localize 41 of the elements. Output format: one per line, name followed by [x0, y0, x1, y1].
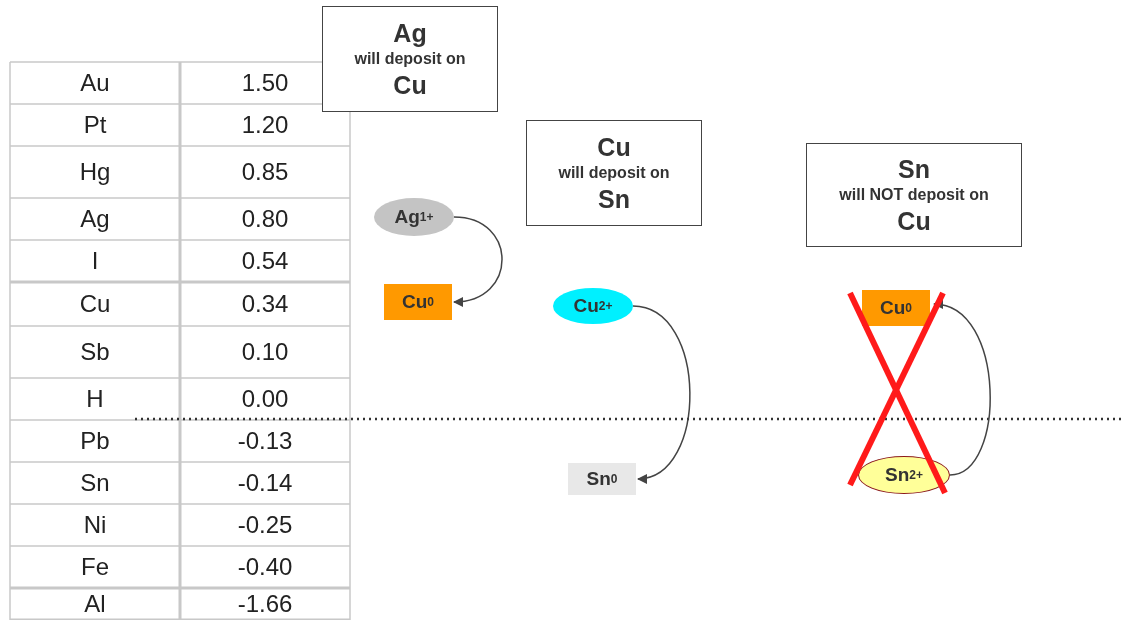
curved-arrow — [632, 305, 691, 482]
rule-card — [526, 120, 702, 226]
rule-card — [806, 143, 1022, 247]
potential-value: -0.40 — [237, 553, 293, 581]
potential-value: 1.20 — [241, 111, 289, 139]
rule-card — [322, 6, 498, 112]
curved-arrow — [933, 300, 991, 476]
potential-value: -0.25 — [237, 511, 293, 539]
rule-text: will NOT deposit on — [839, 185, 989, 205]
element-symbol: Au — [80, 69, 110, 97]
element-symbol: Ni — [83, 511, 107, 539]
element-symbol: Al — [84, 590, 106, 618]
element-symbol: Sn — [80, 469, 110, 497]
potential-value: 0.10 — [241, 338, 289, 366]
element-symbol: Sn — [598, 184, 630, 214]
curved-arrow — [453, 216, 503, 306]
element-symbol: Cu — [897, 206, 931, 236]
element-symbol: Cu — [597, 132, 631, 162]
potential-value: 0.54 — [241, 247, 289, 275]
potential-value: 0.34 — [241, 290, 289, 318]
potential-value: -0.14 — [237, 469, 293, 497]
element-symbol: Cu — [79, 290, 111, 318]
element-symbol: H — [86, 385, 104, 413]
potential-value: 1.50 — [241, 69, 289, 97]
element-symbol: Cu — [393, 70, 427, 100]
element-symbol: Pt — [83, 111, 107, 139]
potential-value: 0.00 — [241, 385, 289, 413]
potential-value: -1.66 — [237, 590, 293, 618]
potential-value: 0.80 — [241, 205, 289, 233]
element-symbol: I — [91, 247, 99, 275]
element-symbol: Sn — [898, 154, 930, 184]
element-symbol: Hg — [79, 158, 111, 186]
element-symbol: Sb — [80, 338, 110, 366]
element-symbol: Ag — [80, 205, 110, 233]
potential-value: 0.85 — [241, 158, 289, 186]
potential-value: -0.13 — [237, 427, 293, 455]
element-symbol: Ag — [393, 18, 427, 48]
element-symbol: Pb — [80, 427, 110, 455]
rule-text: will deposit on — [354, 49, 466, 69]
element-symbol: Fe — [81, 553, 109, 581]
rule-text: will deposit on — [558, 163, 670, 183]
